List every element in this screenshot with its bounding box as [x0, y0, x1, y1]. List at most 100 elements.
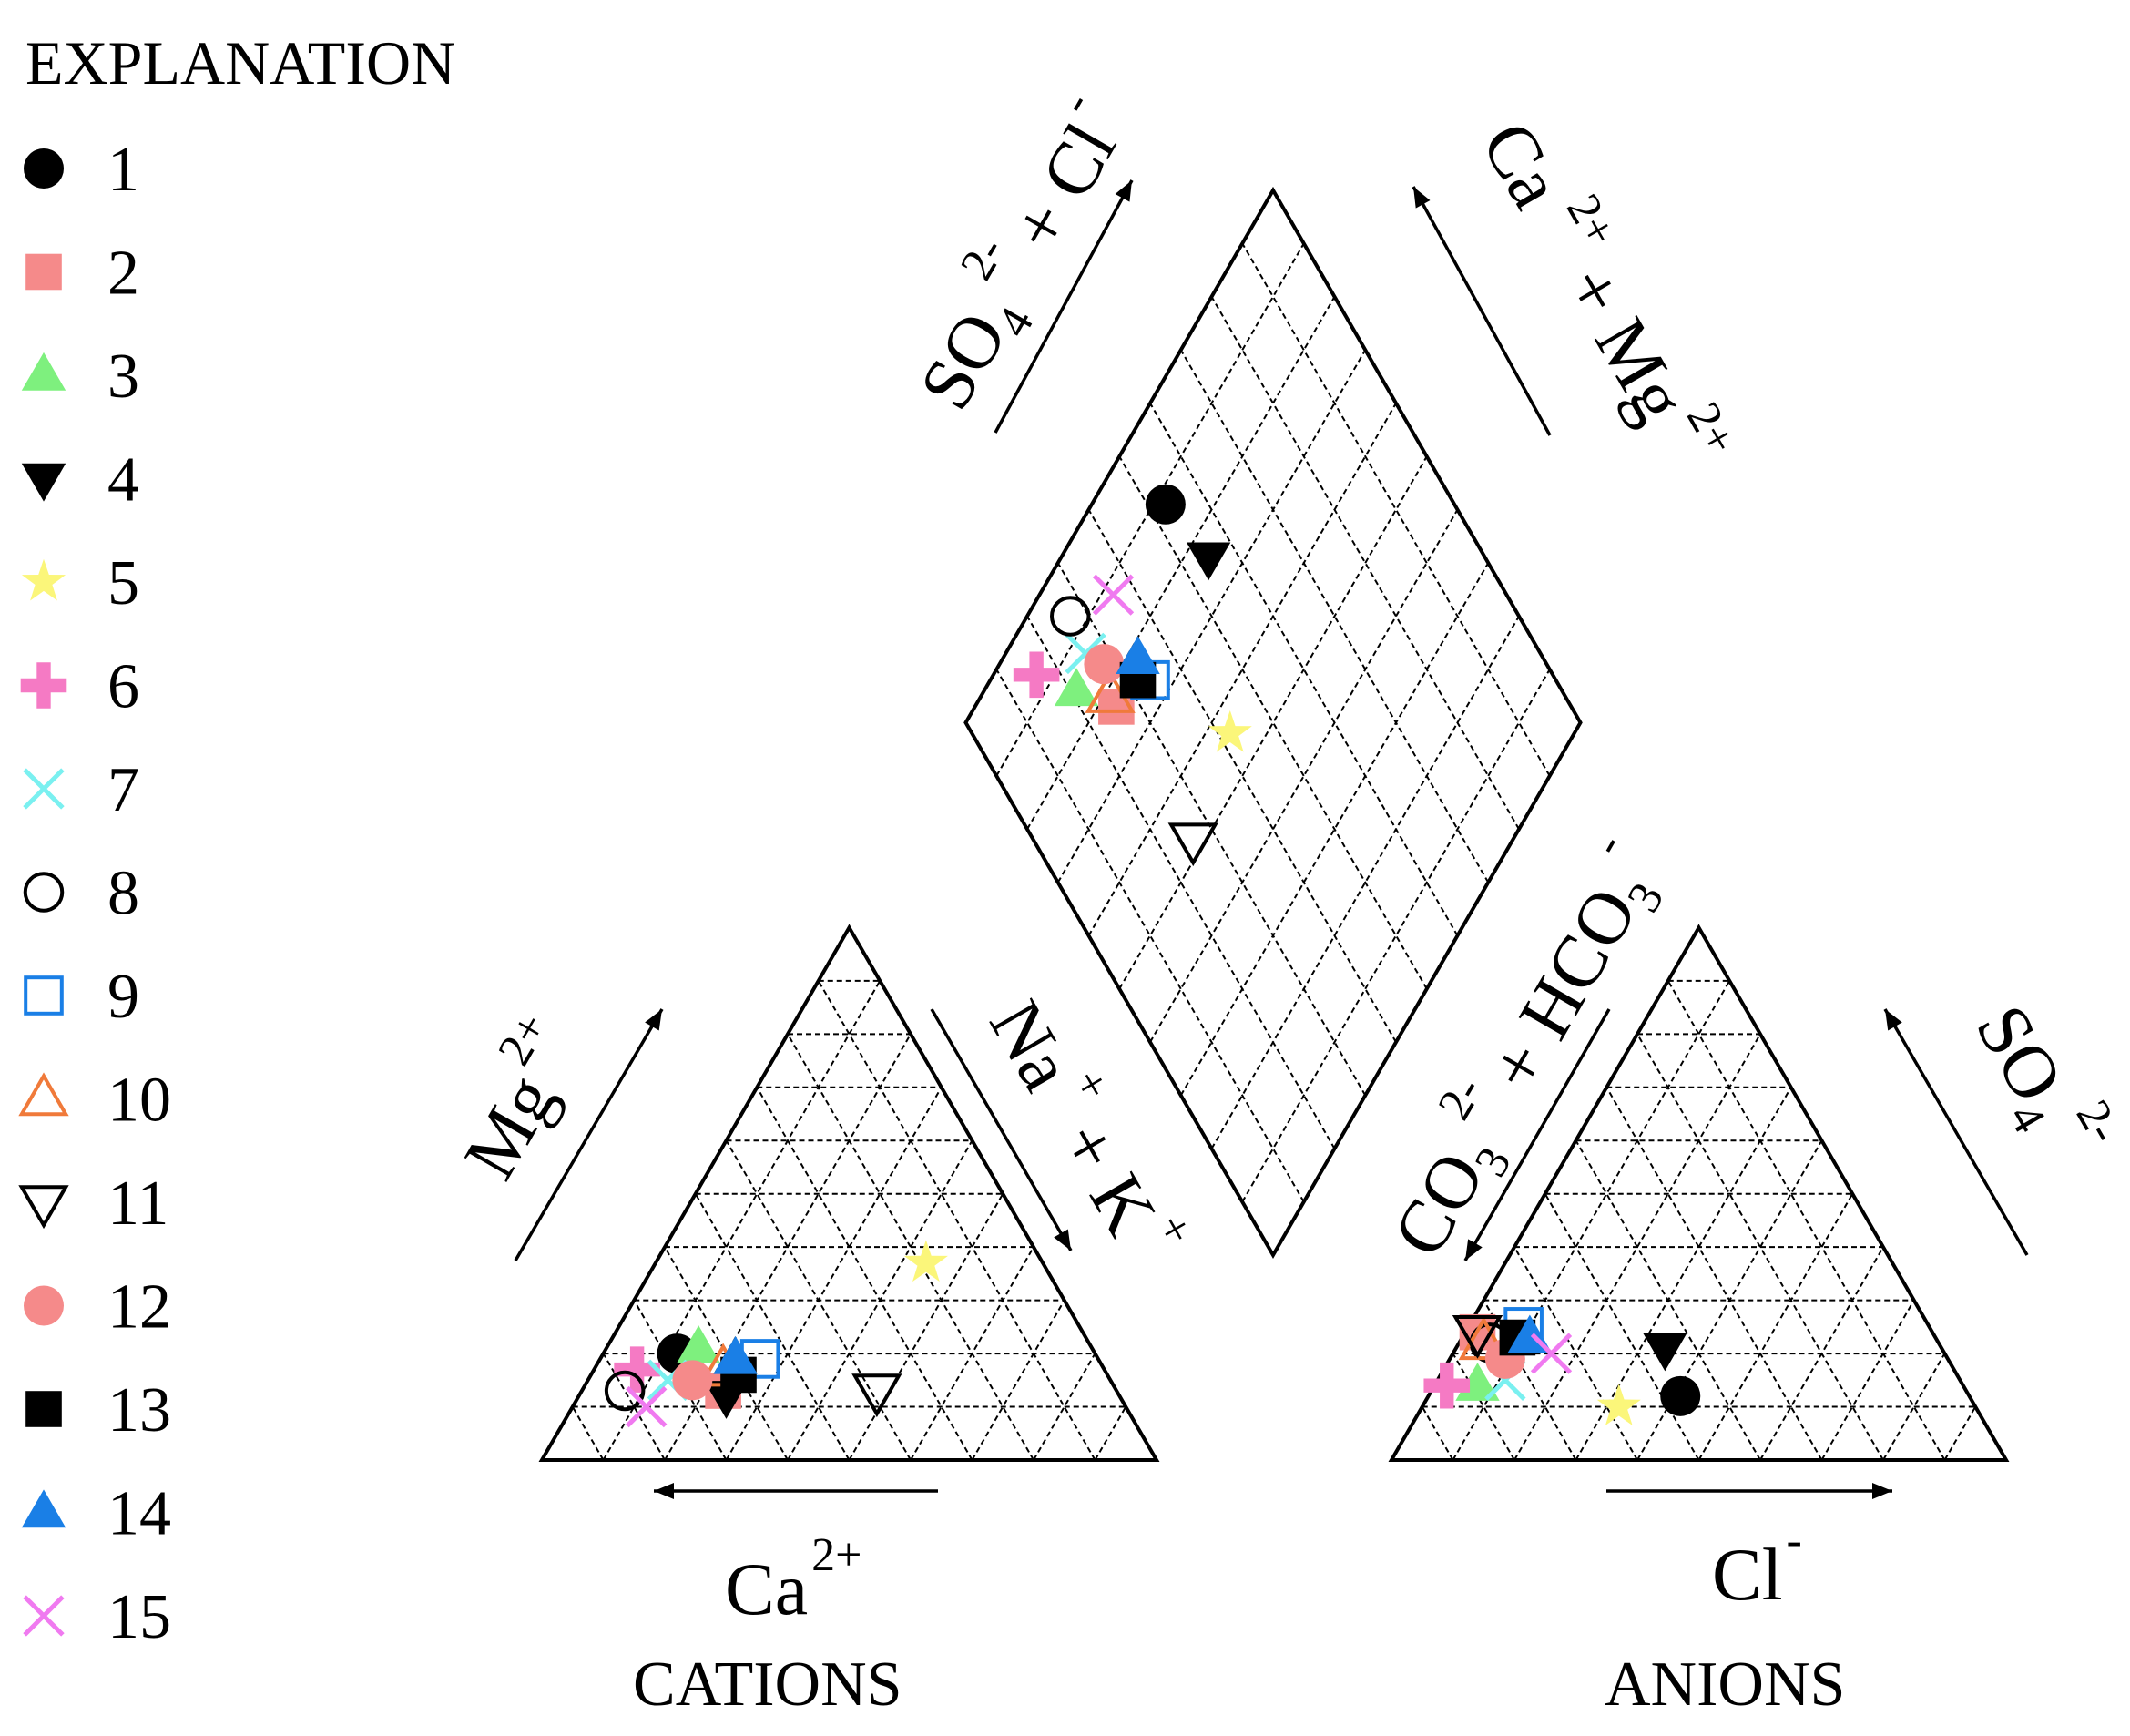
legend-label: 13	[107, 1375, 171, 1445]
legend-marker	[21, 352, 66, 391]
grid-line	[725, 1139, 912, 1461]
ca-label: Ca2+	[725, 1529, 861, 1630]
grid-line	[995, 669, 1305, 1203]
legend-label: 15	[107, 1582, 171, 1652]
co3hco3-label: CO32-+ HCO3-	[1361, 824, 1686, 1275]
diamond-point-11	[1167, 822, 1218, 867]
grid-line	[1241, 669, 1551, 1203]
legend-marker	[24, 1285, 64, 1326]
legend-item: 14	[21, 1479, 171, 1549]
legend-label: 5	[107, 548, 139, 618]
so4cl-arrow-head	[1115, 180, 1132, 202]
so4-arrow-head	[1885, 1009, 1902, 1031]
grid-line	[1544, 1193, 1700, 1461]
legend-label: 8	[107, 859, 139, 929]
grid-line	[694, 1193, 851, 1461]
grid-line	[910, 1246, 1034, 1461]
legend-label: 9	[107, 962, 139, 1032]
legend-label: 2	[107, 239, 139, 309]
grid-line	[1033, 1353, 1096, 1461]
diamond-point-14	[1116, 636, 1160, 675]
legend-marker	[25, 253, 62, 291]
grid-line	[1759, 1246, 1884, 1461]
legend-label: 12	[107, 1272, 171, 1343]
legend-label: 14	[107, 1479, 171, 1549]
grid-line	[1149, 509, 1459, 1043]
grid-line	[1118, 455, 1428, 990]
grid-line	[1483, 1300, 1577, 1461]
grids	[538, 186, 2010, 1462]
legend-item: 3	[21, 342, 139, 412]
grid-line	[787, 1139, 973, 1461]
ca-arrow-head	[654, 1483, 674, 1499]
legend-label: 3	[107, 342, 139, 412]
grid-line	[817, 980, 1096, 1461]
diamond-point-3	[1054, 668, 1099, 707]
diamond-point-6	[1013, 651, 1060, 699]
legend-item: 6	[20, 652, 139, 722]
legend-item: 15	[23, 1582, 171, 1652]
anion-point-4	[1643, 1333, 1687, 1372]
so4cl-arrow	[994, 179, 1134, 434]
cation-point-5	[903, 1240, 948, 1282]
anions-title: ANIONS	[1605, 1649, 1845, 1720]
grid-line	[1241, 242, 1551, 777]
so4cl-label: SO42-+ Cl-	[887, 82, 1151, 428]
grid-line	[756, 1087, 973, 1461]
legend-marker	[24, 975, 64, 1016]
legend-label: 1	[107, 135, 139, 205]
cl-arrow-head	[1872, 1483, 1892, 1499]
legend-item: 9	[24, 962, 139, 1032]
grid-line	[848, 1193, 1004, 1461]
grid-line	[1421, 1406, 1454, 1461]
legend-marker	[21, 558, 66, 601]
legend-marker	[21, 1489, 66, 1528]
legend-marker	[23, 768, 65, 810]
legend-label: 10	[107, 1066, 171, 1136]
legend-item: 5	[21, 548, 139, 618]
anion-triangle-frame	[1388, 924, 2010, 1462]
grid-line	[1697, 1193, 1854, 1461]
legend-marker	[21, 463, 66, 502]
grid-line	[1943, 1406, 1977, 1461]
legend-item: 2	[25, 239, 139, 309]
legend-marker	[25, 1391, 62, 1427]
grid-line	[1452, 1353, 1515, 1461]
grid-line	[971, 1300, 1065, 1461]
grid-line	[1118, 455, 1428, 990]
legend-item: 11	[18, 1169, 168, 1239]
grid-line	[1636, 1139, 1823, 1461]
legend-item: 4	[21, 445, 139, 516]
cation-point-6	[614, 1346, 660, 1393]
grid-line	[1210, 296, 1520, 830]
grid-line	[1882, 1353, 1946, 1461]
grid-line	[1087, 509, 1397, 1043]
anion-point-5	[1596, 1384, 1641, 1426]
grid-line	[1026, 296, 1336, 830]
grid-line	[1666, 980, 1946, 1461]
grid-line	[571, 1406, 605, 1461]
anion-triangle	[1388, 924, 2010, 1462]
mg-label: Mg2+	[433, 1005, 599, 1192]
anion-point-11	[1452, 1314, 1503, 1359]
legend-label: 4	[107, 445, 139, 516]
anion-point-10	[1458, 1316, 1509, 1361]
cations-title: CATIONS	[633, 1649, 902, 1720]
diamond-point-12	[1084, 644, 1125, 685]
grid-line	[1575, 1087, 1792, 1461]
grid-line	[1149, 403, 1459, 936]
co3hco3-arrow	[1463, 1008, 1611, 1261]
legend-item: 8	[23, 859, 139, 929]
cation-point-11	[851, 1373, 902, 1418]
nak-arrow-head	[1054, 1229, 1071, 1251]
diamond-frame	[963, 186, 1583, 1259]
cation-point-12	[672, 1360, 713, 1401]
legend-marker	[18, 1072, 69, 1117]
anion-point-15	[1530, 1333, 1573, 1374]
anion-point-6	[1423, 1362, 1471, 1409]
cl-label: Cl-	[1712, 1515, 1802, 1616]
